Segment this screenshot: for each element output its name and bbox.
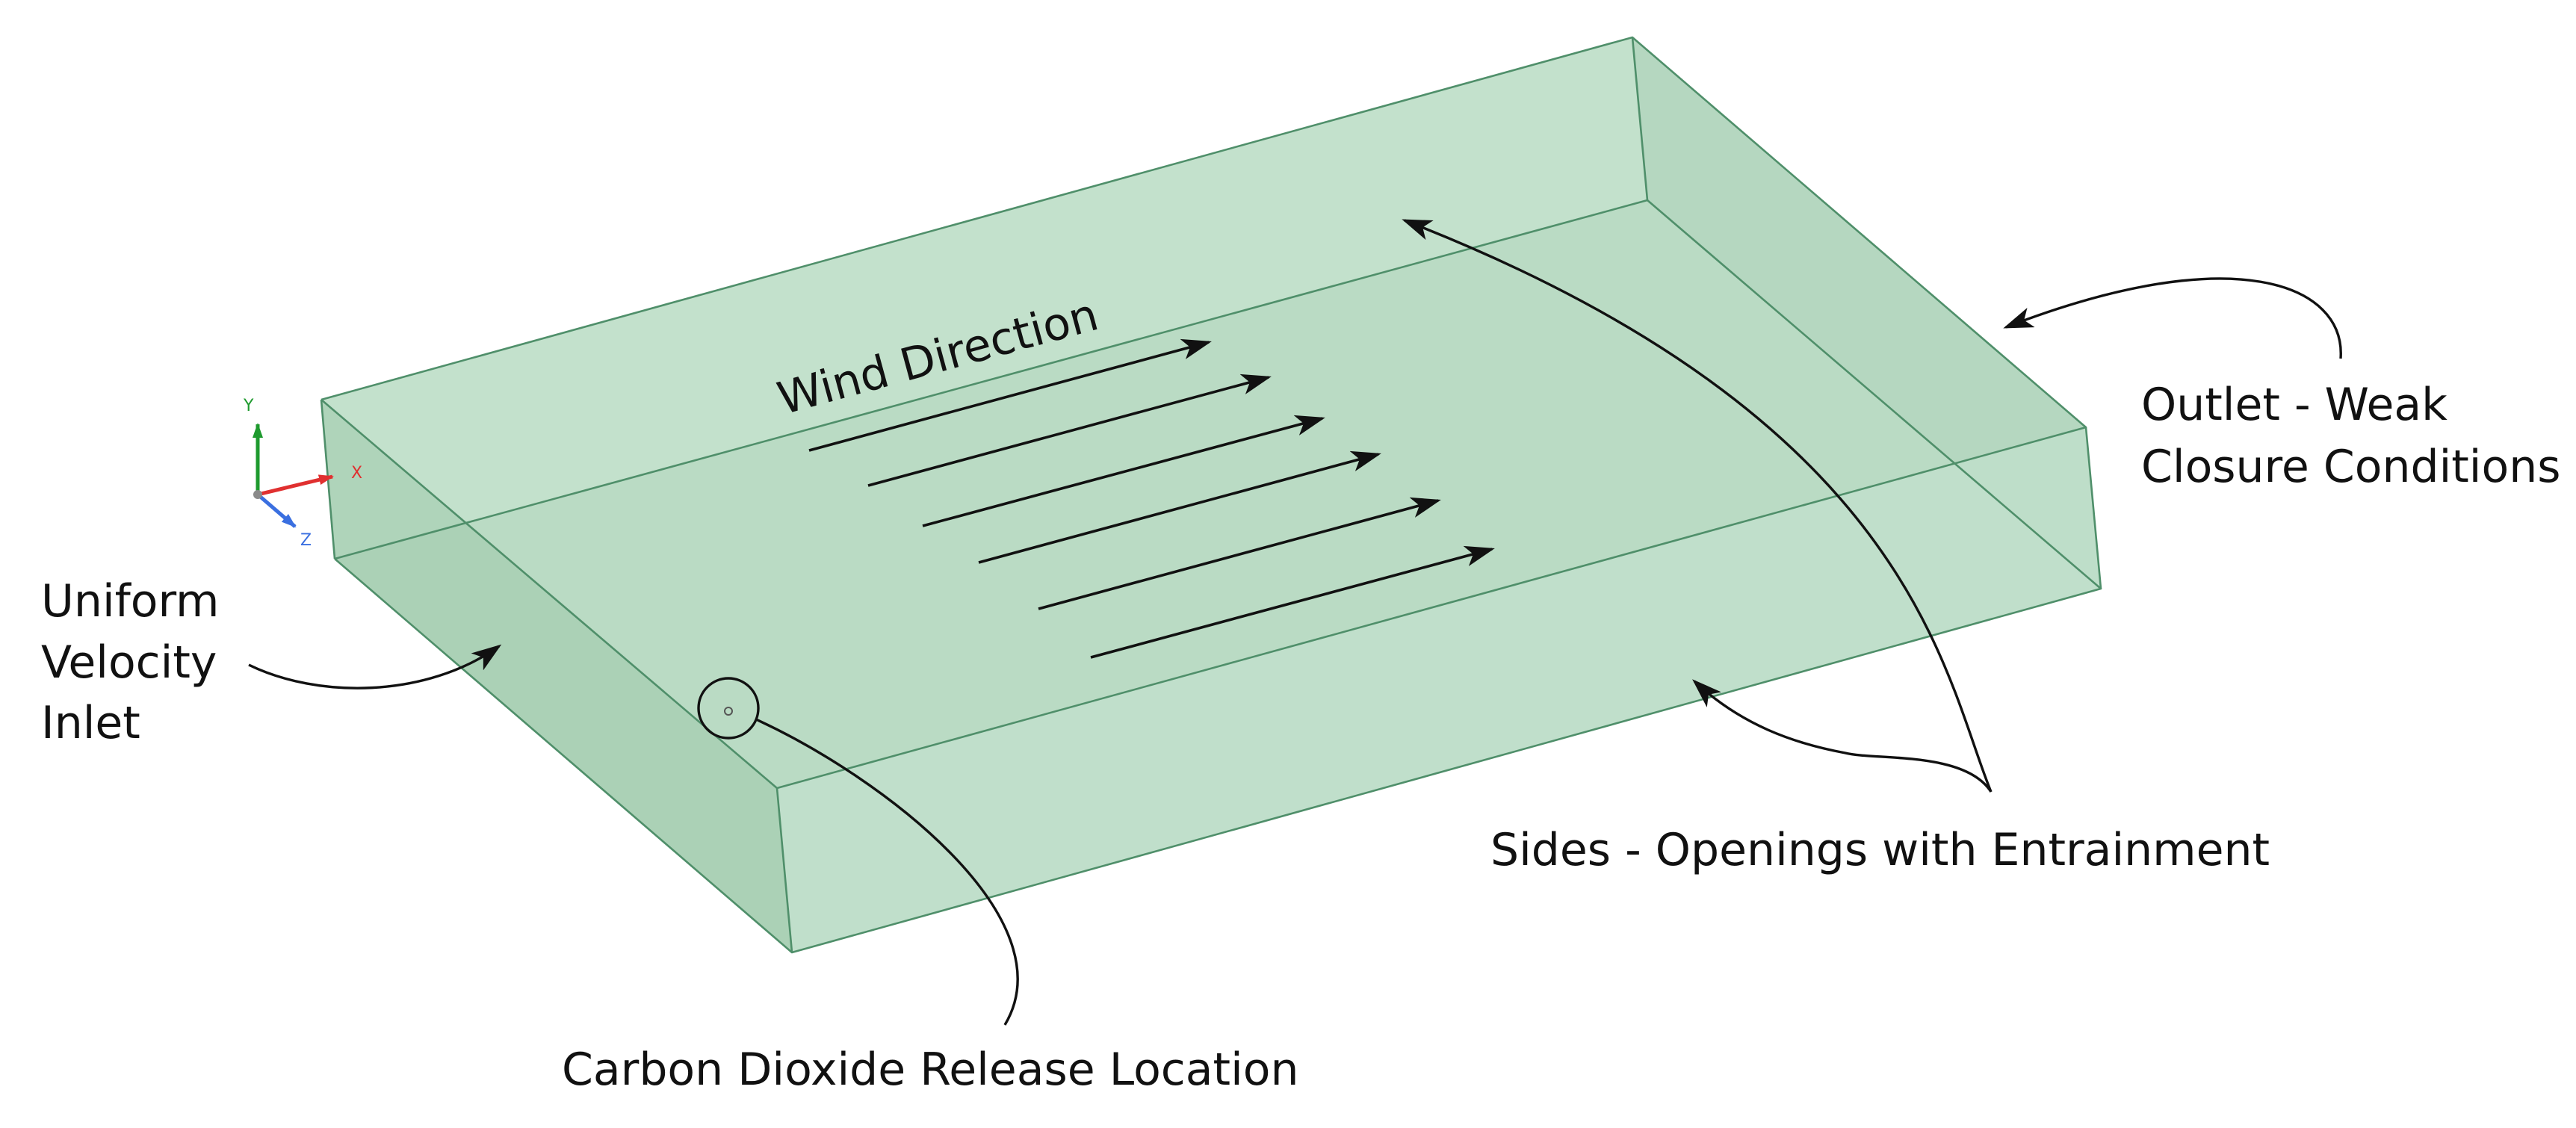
- domain-box: [320, 36, 2102, 954]
- axis-triad: Y X Z: [243, 397, 362, 550]
- release-marker: [697, 677, 760, 740]
- release-point: [724, 707, 733, 716]
- release-label: Carbon Dioxide Release Location: [562, 1044, 1298, 1096]
- wind-arrow: [867, 374, 1272, 487]
- inlet-leader: [248, 644, 502, 689]
- outlet-label-line2: Closure Conditions: [2141, 441, 2560, 493]
- sides-label: Sides - Openings with Entrainment: [1490, 824, 2270, 876]
- sides-leader-lower: [1692, 679, 1993, 793]
- wind-arrows: [808, 338, 1495, 659]
- wind-arrow: [922, 415, 1325, 527]
- sides-leader-upper: [1402, 219, 1993, 793]
- vertical-edge-3: [2084, 427, 2102, 589]
- z-axis-label: Z: [300, 531, 312, 550]
- x-axis-label: X: [351, 464, 362, 483]
- side-face: [777, 427, 2101, 952]
- wind-arrow: [978, 450, 1381, 564]
- release-leader: [755, 718, 1019, 1026]
- z-axis-line: [256, 493, 297, 528]
- top-face: [321, 37, 2086, 788]
- y-axis-label: Y: [243, 397, 254, 415]
- axis-origin: [253, 490, 262, 499]
- inlet-label-line3: Inlet: [41, 697, 140, 749]
- vertical-edge-4: [775, 787, 793, 953]
- inlet-label-line2: Velocity: [41, 636, 217, 689]
- x-axis-line: [257, 474, 334, 497]
- outlet-label-line1: Outlet - Weak: [2141, 379, 2447, 431]
- outlet-leader: [2003, 277, 2342, 359]
- wind-arrow: [808, 338, 1212, 452]
- vertical-edge-2: [1631, 37, 1649, 201]
- wind-arrow: [1038, 497, 1441, 610]
- inlet-face: [321, 400, 792, 952]
- release-circle: [697, 677, 760, 740]
- wind-arrow: [1090, 545, 1495, 659]
- inlet-label-line1: Uniform: [41, 575, 220, 627]
